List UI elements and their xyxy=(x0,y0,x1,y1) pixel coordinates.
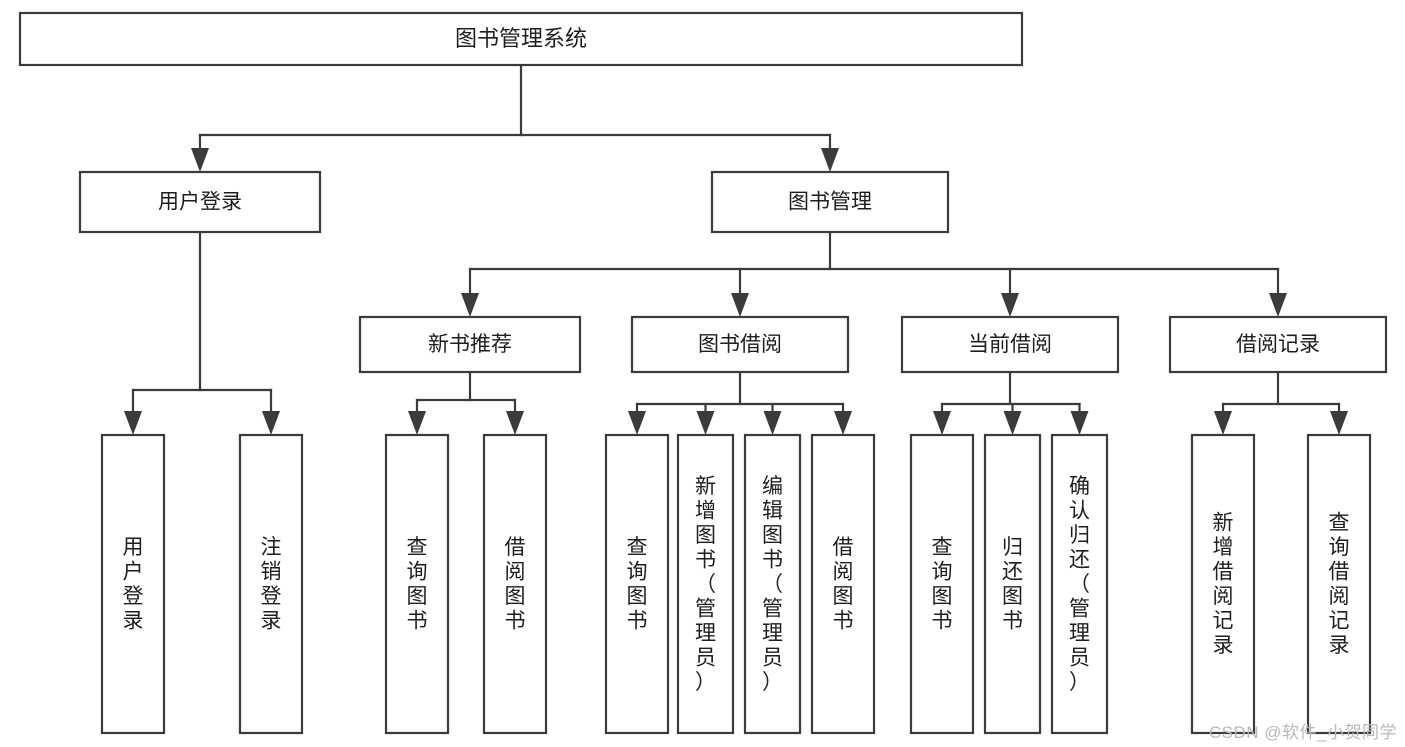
edge-group-root xyxy=(191,63,839,172)
node-label-leaf-edit-book: 编辑图书（管理员） xyxy=(762,475,783,694)
node-box-leaf-add-book[interactable] xyxy=(676,433,735,735)
node-leaf-return-book[interactable]: 归还图书 xyxy=(983,433,1042,735)
node-box-leaf-return-book[interactable] xyxy=(983,433,1042,735)
node-label-user-login: 用户登录 xyxy=(158,191,242,214)
node-box-leaf-query-book-2[interactable] xyxy=(604,433,670,735)
node-box-leaf-edit-book[interactable] xyxy=(743,433,802,735)
node-label-current-borrow: 当前借阅 xyxy=(968,333,1052,356)
node-label-borrow-record: 借阅记录 xyxy=(1236,333,1320,356)
node-box-user-login[interactable] xyxy=(78,170,322,234)
edge-group-current-borrow xyxy=(933,370,1089,435)
node-current-borrow[interactable]: 当前借阅 xyxy=(900,315,1120,374)
node-box-book-manage[interactable] xyxy=(710,170,950,234)
node-leaf-add-record[interactable]: 新增借阅记录 xyxy=(1190,433,1256,735)
node-box-leaf-query-record[interactable] xyxy=(1306,433,1372,735)
node-book-manage[interactable]: 图书管理 xyxy=(710,170,950,234)
node-label-leaf-add-record: 新增借阅记录 xyxy=(1213,512,1234,658)
node-book-borrow[interactable]: 图书借阅 xyxy=(630,315,850,374)
node-box-leaf-add-record[interactable] xyxy=(1190,433,1256,735)
node-label-leaf-query-record: 查询借阅记录 xyxy=(1329,512,1350,658)
node-box-leaf-borrow-book-2[interactable] xyxy=(810,433,876,735)
edge-group-book-manage xyxy=(461,230,1287,317)
node-label-leaf-query-book-2: 查询图书 xyxy=(627,536,648,633)
node-leaf-query-book-3[interactable]: 查询图书 xyxy=(909,433,975,735)
node-box-leaf-logout[interactable] xyxy=(238,433,304,735)
node-label-new-book-rec: 新书推荐 xyxy=(428,333,512,356)
edge-group-book-borrow xyxy=(628,370,852,435)
node-label-leaf-query-book-3: 查询图书 xyxy=(932,536,953,633)
node-leaf-borrow-book-1[interactable]: 借阅图书 xyxy=(482,433,548,735)
edge-group-borrow-record xyxy=(1214,370,1348,435)
node-box-leaf-confirm-return[interactable] xyxy=(1050,433,1109,735)
node-borrow-record[interactable]: 借阅记录 xyxy=(1168,315,1388,374)
node-leaf-confirm-return[interactable]: 确认归还（管理员） xyxy=(1050,433,1109,735)
node-leaf-query-book-2[interactable]: 查询图书 xyxy=(604,433,670,735)
node-leaf-query-book-1[interactable]: 查询图书 xyxy=(384,433,450,735)
node-leaf-add-book[interactable]: 新增图书（管理员） xyxy=(676,433,735,735)
node-box-borrow-record[interactable] xyxy=(1168,315,1388,374)
edge-group-new-book-rec xyxy=(408,370,524,435)
node-box-leaf-query-book-1[interactable] xyxy=(384,433,450,735)
node-box-new-book-rec[interactable] xyxy=(358,315,582,374)
node-box-book-borrow[interactable] xyxy=(630,315,850,374)
node-leaf-query-record[interactable]: 查询借阅记录 xyxy=(1306,433,1372,735)
node-label-leaf-logout: 注销登录 xyxy=(261,536,282,633)
node-label-root: 图书管理系统 xyxy=(455,26,587,51)
node-label-leaf-return-book: 归还图书 xyxy=(1002,536,1023,633)
node-leaf-logout[interactable]: 注销登录 xyxy=(238,433,304,735)
edge-layer xyxy=(124,63,1348,435)
node-box-leaf-user-login[interactable] xyxy=(100,433,166,735)
node-leaf-borrow-book-2[interactable]: 借阅图书 xyxy=(810,433,876,735)
node-leaf-user-login[interactable]: 用户登录 xyxy=(100,433,166,735)
node-user-login[interactable]: 用户登录 xyxy=(78,170,322,234)
node-label-leaf-borrow-book-2: 借阅图书 xyxy=(833,536,854,633)
node-label-leaf-borrow-book-1: 借阅图书 xyxy=(505,536,526,633)
node-box-leaf-query-book-3[interactable] xyxy=(909,433,975,735)
node-new-book-rec[interactable]: 新书推荐 xyxy=(358,315,582,374)
node-label-leaf-user-login: 用户登录 xyxy=(123,536,144,633)
node-box-current-borrow[interactable] xyxy=(900,315,1120,374)
node-layer: 图书管理系统用户登录图书管理新书推荐图书借阅当前借阅借阅记录用户登录注销登录查询… xyxy=(18,11,1388,735)
node-box-root[interactable] xyxy=(18,11,1024,67)
node-root[interactable]: 图书管理系统 xyxy=(18,11,1024,67)
node-leaf-edit-book[interactable]: 编辑图书（管理员） xyxy=(743,433,802,735)
node-label-book-borrow: 图书借阅 xyxy=(698,333,782,356)
node-box-leaf-borrow-book-1[interactable] xyxy=(482,433,548,735)
node-label-leaf-confirm-return: 确认归还（管理员） xyxy=(1069,475,1090,694)
edge-group-user-login xyxy=(124,230,280,435)
node-label-book-manage: 图书管理 xyxy=(788,191,872,214)
node-label-leaf-add-book: 新增图书（管理员） xyxy=(695,475,716,694)
node-label-leaf-query-book-1: 查询图书 xyxy=(407,536,428,633)
